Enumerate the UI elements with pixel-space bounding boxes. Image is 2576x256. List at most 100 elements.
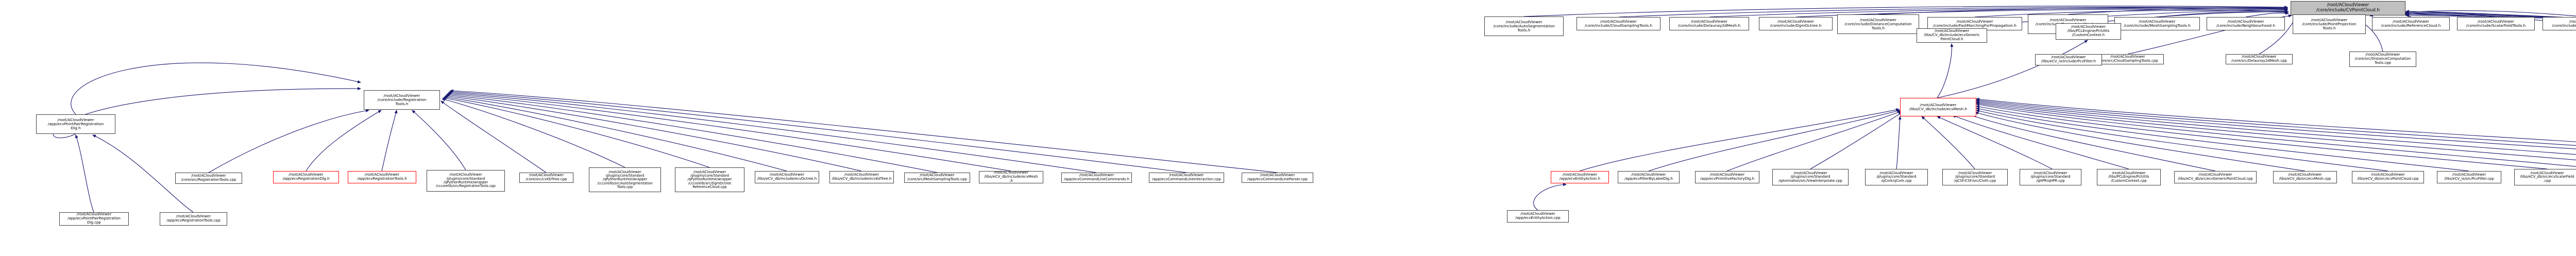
graph-node[interactable]: /root/ACloudViewer /core/include/MeshSam… [2114,17,2200,30]
graph-node[interactable]: /root/ACloudViewer /app/ecvPointPairRegi… [36,114,115,134]
graph-node-label: /root/ACloudViewer /app/ecvFilterByLabel… [1624,173,1673,181]
graph-node[interactable]: /root/ACloudViewer /plugins/core/Standar… [427,170,505,192]
graph-node-label: /root/ACloudViewer /plugins/core/Standar… [436,173,496,189]
graph-node-label: /root/ACloudViewer /core/include/Statist… [2552,19,2576,28]
graph-node-label: /root/ACloudViewer /app/ecvRegistrationT… [166,214,221,223]
graph-node-label: /root/ACloudViewer /libs/eCV_db/src/ecvM… [2279,173,2331,181]
graph-node[interactable]: /root/ACloudViewer /libs/eCV_io/src/PcvF… [2437,171,2501,183]
graph-node-label: /root/ACloudViewer /core/include/FastMar… [1933,19,2016,28]
graph-node-label: /root/ACloudViewer /core/include/Neighbo… [2216,19,2276,28]
graph-node-label: /root/ACloudViewer /core/include/MeshSam… [2124,19,2191,28]
graph-node[interactable]: /root/ACloudViewer /app/ecvRegistrationT… [160,212,227,226]
graph-node-label: /root/ACloudViewer /libs/eCV_io/src/PcvF… [2444,173,2494,181]
graph-node[interactable]: /root/ACloudViewer /core/src/Registratio… [175,173,242,184]
graph-node-label: /root/ACloudViewer /libs/eCV_db/src/ecvS… [2520,170,2574,183]
graph-node[interactable]: /root/ACloudViewer /core/include/PointPr… [2293,14,2366,34]
graph-node-label: /root/ACloudViewer /app/ecvPrimitiveFact… [1700,173,1755,181]
graph-node[interactable]: /root/ACloudViewer /app/ecvCommandLineCo… [1061,173,1132,183]
graph-node[interactable]: /root/ACloudViewer /app/ecvEntityAction.… [1551,171,1609,183]
graph-node-label: /root/ACloudViewer /libs/CV_db/include/e… [1909,102,1968,111]
graph-node[interactable]: /root/ACloudViewer /core/include/Delauna… [1669,17,1749,30]
graph-node-label: /root/ACloudViewer /libs/eCV_db/include/… [984,171,1038,183]
graph-node-label: /root/ACloudViewer /app/ecvRegistrationD… [282,173,330,181]
graph-node[interactable]: /root/ACloudViewer /libs/CV_db/include/e… [1900,98,1976,116]
graph-node[interactable]: /root/ACloudViewer /app/ecvFilterByLabel… [1618,171,1680,183]
graph-node[interactable]: /root/ACloudViewer /libs/eCV_db/src/ecvG… [2174,171,2257,183]
graph-node-label: /root/ACloudViewer /app/ecvEntityAction.… [1559,173,1601,181]
graph-node[interactable]: /root/ACloudViewer /core/include/Distanc… [1837,14,1919,34]
graph-node-label: /root/ACloudViewer /plugins/core/Standar… [687,169,732,190]
graph-node-label: /root/ACloudViewer /libs/eCV_db/include/… [757,173,817,181]
graph-node[interactable]: /root/ACloudViewer /core/include/Statist… [2543,17,2576,30]
graph-node[interactable]: /root/ACloudViewer /libs/eCV_db/include/… [829,171,894,183]
graph-node-label: /root/ACloudViewer /app/ecvPointPairRegi… [67,212,121,225]
graph-node[interactable]: /root/ACloudViewer /core/src/DistanceCom… [2349,52,2416,67]
graph-node-label: /root/ACloudViewer /app/ecvCommandLineIn… [1152,173,1221,181]
graph-node[interactable]: /root/ACloudViewer /plugins/core/Standar… [589,167,661,192]
graph-node-label: /root/ACloudViewer /libs/PCLEngine/PclUt… [2108,170,2149,183]
graph-node[interactable]: /root/ACloudViewer /libs/eCV_io/include/… [2035,54,2102,65]
graph-node[interactable]: /root/ACloudViewer /libs/eCV_db/src/ecvM… [2273,171,2337,183]
graph-node-label: /root/ACloudViewer /plugins/core/Standar… [1778,170,1842,183]
graph-node[interactable]: /root/ACloudViewer /app/ecvEntityAction.… [1507,210,1569,223]
graph-node-label: /root/ACloudViewer /libs/eCV_io/include/… [2041,55,2096,63]
graph-node[interactable]: /root/ACloudViewer /core/include/CloudSa… [1577,17,1660,30]
graph-node[interactable]: /root/ACloudViewer /app/ecvCommandLineIn… [1149,173,1224,183]
graph-node[interactable]: /root/ACloudViewer /core/src/cvKDTree.cp… [519,173,573,183]
graph-node-root[interactable]: /root/ACloudViewer /core/include/CVPoint… [2291,1,2405,15]
graph-node[interactable]: /root/ACloudViewer /core/include/AutoSeg… [1484,16,1564,36]
graph-node-label: /root/ACloudViewer /core/src/MeshSamplin… [907,173,967,181]
graph-node[interactable]: /root/ACloudViewer /core/src/CloudSampli… [2092,54,2164,64]
graph-node-label: /root/ACloudViewer /libs/eCV_db/include/… [832,173,892,181]
graph-node-label: /root/ACloudViewer /app/ecvCommandLineCo… [1063,173,1130,181]
graph-node-label: /root/ACloudViewer /core/include/DgmOctr… [1770,19,1822,28]
graph-node-label: /root/ACloudViewer /core/include/Delauna… [1677,19,1741,28]
graph-node[interactable]: /root/ACloudViewer /libs/eCV_db/src/ecvS… [2514,169,2576,185]
graph-node[interactable]: /root/ACloudViewer /libs/PCLEngine/PclUt… [2097,169,2161,185]
graph-node[interactable]: /root/ACloudViewer /app/ecvRegistrationT… [348,171,416,183]
graph-node[interactable]: /root/ACloudViewer /plugins/core/Standar… [1865,169,1928,185]
graph-node[interactable]: /root/ACloudViewer /app/ecvPointPairRegi… [59,212,129,226]
graph-node-label: /root/ACloudViewer /libs/CV_db/include/e… [1924,29,1980,41]
graph-node-label: /root/ACloudViewer /core/include/PointPr… [2302,17,2357,31]
graph-node-label: /root/ACloudViewer /core/include/CloudSa… [1584,19,1653,28]
graph-node[interactable]: /root/ACloudViewer /plugins/core/Standar… [1942,169,2008,185]
graph-node[interactable]: /root/ACloudViewer /libs/CV_db/include/e… [1917,28,1987,43]
graph-node-label: /root/ACloudViewer /plugins/core/Standar… [1954,170,1996,183]
graph-node-label: /root/ACloudViewer /plugins/core/Standar… [597,169,653,190]
graph-node[interactable]: /root/ACloudViewer /libs/PCLEngine/PclUt… [2056,23,2121,40]
graph-node-label: /root/ACloudViewer /core/include/Referen… [2381,19,2441,28]
graph-node[interactable]: /root/ACloudViewer /plugins/core/Standar… [1772,169,1849,185]
graph-node[interactable]: /root/ACloudViewer /app/ecvCommandLinePa… [1242,173,1313,183]
graph-node[interactable]: /root/ACloudViewer /core/include/Neighbo… [2207,17,2285,30]
graph-node-label: /root/ACloudViewer /app/ecvCommandLinePa… [1247,173,1308,181]
graph-node-label: /root/ACloudViewer /core/include/AutoSeg… [1493,19,1555,33]
graph-node-label: /root/ACloudViewer /app/ecvEntityAction.… [1515,212,1561,220]
graph-node-label: /root/ACloudViewer /core/include/CVPoint… [2316,3,2380,13]
graph-node[interactable]: /root/ACloudViewer /app/ecvRegistrationD… [273,171,339,183]
graph-node[interactable]: /root/ACloudViewer /core/src/Delaunay2dM… [2226,54,2293,64]
graph-node[interactable]: /root/ACloudViewer /core/include/ScalarF… [2457,17,2535,30]
graph-node-label: /root/ACloudViewer /libs/eCV_db/src/ecvG… [2178,173,2253,181]
graph-node[interactable]: /root/ACloudViewer /core/src/MeshSamplin… [904,173,970,183]
graph-node[interactable]: /root/ACloudViewer /core/include/Registr… [364,90,440,110]
graph-node[interactable]: /root/ACloudViewer /libs/eCV_db/include/… [979,171,1043,183]
graph-node[interactable]: /root/ACloudViewer /core/include/Referen… [2372,17,2450,30]
graph-node[interactable]: /root/ACloudViewer /plugins/core/Standar… [675,167,744,192]
graph-node-label: /root/ACloudViewer /app/ecvPointPairRegi… [47,117,104,131]
graph-node[interactable]: /root/ACloudViewer /libs/eCV_db/include/… [755,171,819,183]
graph-node-label: /root/ACloudViewer /plugins/core/Standar… [1876,170,1917,183]
graph-node-label: /root/ACloudViewer /core/src/DistanceCom… [2354,53,2411,65]
graph-node-label: /root/ACloudViewer /core/src/CloudSampli… [2097,55,2158,63]
graph-node-label: /root/ACloudViewer /core/include/Registr… [377,93,427,107]
graph-node-label: /root/ACloudViewer /libs/eCV_db/src/ecvP… [2357,173,2419,181]
graph-node-label: /root/ACloudViewer /app/ecvRegistrationT… [357,173,407,181]
graph-node[interactable]: /root/ACloudViewer /plugins/core/Standar… [2020,169,2081,185]
graph-node[interactable]: /root/ACloudViewer /core/include/DgmOctr… [1759,17,1833,30]
graph-node-label: /root/ACloudViewer /core/include/Distanc… [1844,17,1912,31]
graph-node-label: /root/ACloudViewer /core/include/ScalarF… [2466,19,2526,28]
graph-node[interactable]: /root/ACloudViewer /app/ecvPrimitiveFact… [1695,171,1759,183]
graph-node[interactable]: /root/ACloudViewer /libs/eCV_db/src/ecvP… [2352,171,2424,183]
graph-node-label: /root/ACloudViewer /libs/PCLEngine/PclUt… [2067,25,2110,37]
graph-node-label: /root/ACloudViewer /core/src/cvKDTree.cp… [526,173,567,181]
